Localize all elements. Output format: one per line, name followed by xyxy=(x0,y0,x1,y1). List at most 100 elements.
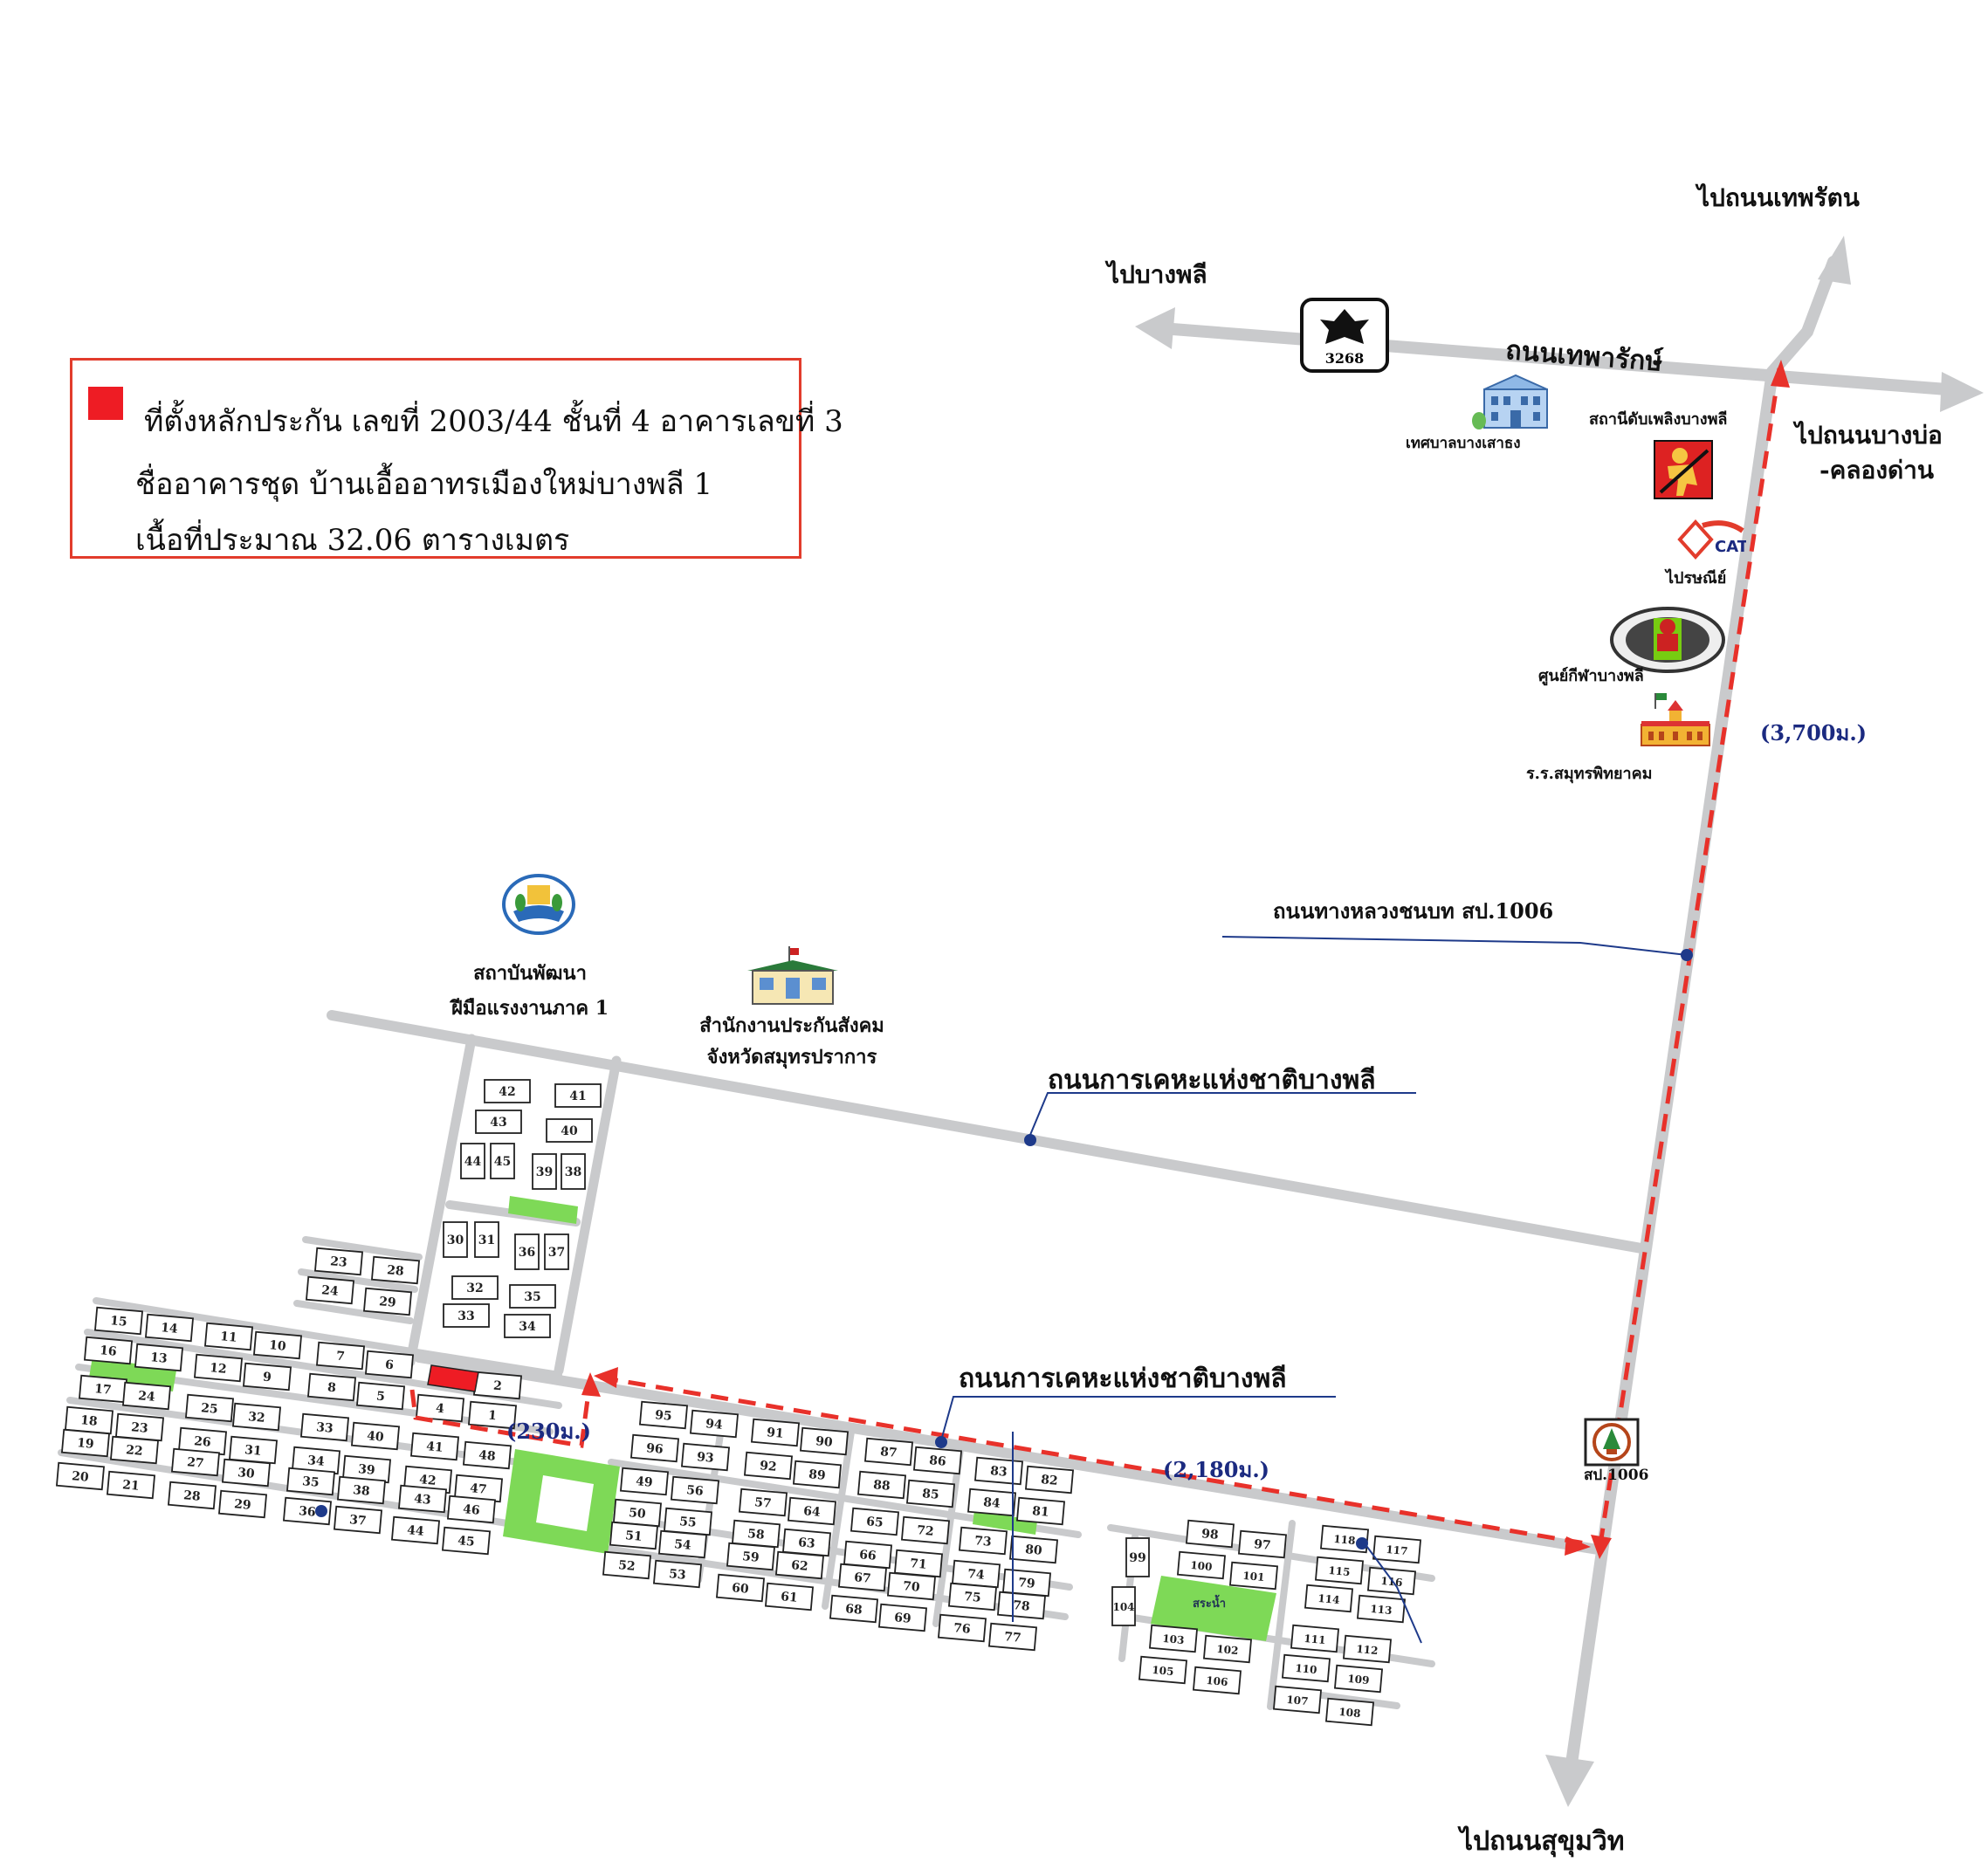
building-45: 45 xyxy=(441,1526,492,1556)
building-106: 106 xyxy=(1192,1666,1242,1695)
building-19: 19 xyxy=(60,1428,111,1458)
housing-road-upper xyxy=(327,1010,1647,1254)
building-110: 110 xyxy=(1281,1653,1331,1683)
fire-station-icon xyxy=(1654,440,1713,503)
svg-text:78: 78 xyxy=(1013,1598,1031,1614)
svg-text:67: 67 xyxy=(854,1570,872,1586)
building-79: 79 xyxy=(1001,1568,1052,1598)
route-arrow-east-icon xyxy=(1565,1536,1591,1556)
label-sports-center: ศูนย์กีฬาบางพลี xyxy=(1538,667,1644,685)
svg-text:34: 34 xyxy=(307,1453,326,1469)
label-school: ร.ร.สมุทรพิทยาคม xyxy=(1526,765,1653,783)
svg-text:101: 101 xyxy=(1242,1570,1265,1584)
route-3268-shield-icon: 3268 xyxy=(1299,297,1390,377)
park-west xyxy=(89,1357,176,1391)
building-39: 39 xyxy=(532,1153,557,1190)
building-2: 2 xyxy=(472,1371,523,1400)
svg-text:105: 105 xyxy=(1152,1664,1174,1678)
label-to-sukhumvit: ไปถนนสุขุมวิท xyxy=(1460,1826,1625,1857)
svg-text:29: 29 xyxy=(234,1497,252,1513)
svg-text:48: 48 xyxy=(478,1448,497,1464)
svg-text:77: 77 xyxy=(1004,1630,1022,1646)
sports-center-logo-icon xyxy=(1608,606,1727,677)
svg-text:51: 51 xyxy=(625,1529,643,1544)
svg-text:82: 82 xyxy=(1041,1473,1059,1488)
svg-text:56: 56 xyxy=(686,1483,705,1499)
label-rural-road: ถนนทางหลวงชนบท สป.1006 xyxy=(1273,898,1554,924)
building-35: 35 xyxy=(509,1284,556,1309)
label-institute-line2: ฝีมือแรงงานภาค 1 xyxy=(451,997,609,1020)
building-27: 27 xyxy=(170,1447,221,1477)
svg-text:49: 49 xyxy=(636,1474,654,1490)
label-sso-line2: จังหวัดสมุทรปราการ xyxy=(706,1046,877,1068)
building-11: 11 xyxy=(203,1322,254,1351)
building-103: 103 xyxy=(1148,1624,1199,1653)
building-31: 31 xyxy=(474,1221,499,1258)
building-91: 91 xyxy=(750,1418,801,1447)
building-39: 39 xyxy=(341,1454,392,1484)
building-36: 36 xyxy=(514,1233,540,1270)
building-23: 23 xyxy=(114,1412,165,1442)
svg-text:115: 115 xyxy=(1328,1564,1351,1578)
building-33: 33 xyxy=(443,1303,490,1328)
municipality-building-icon xyxy=(1472,372,1559,436)
svg-text:97: 97 xyxy=(1254,1537,1272,1553)
svg-text:41: 41 xyxy=(569,1089,586,1103)
route-number: 3268 xyxy=(1325,350,1365,367)
svg-text:43: 43 xyxy=(414,1492,432,1508)
building-96: 96 xyxy=(629,1433,680,1463)
svg-text:17: 17 xyxy=(94,1382,113,1398)
svg-text:23: 23 xyxy=(131,1420,149,1436)
building-38: 38 xyxy=(561,1153,586,1190)
building-95: 95 xyxy=(638,1400,689,1430)
label-housing-road-lower: ถนนการเคหะแห่งชาติบางพลี xyxy=(959,1364,1287,1394)
building-114: 114 xyxy=(1304,1584,1354,1613)
svg-text:20: 20 xyxy=(72,1469,90,1485)
svg-text:28: 28 xyxy=(387,1263,405,1279)
svg-text:83: 83 xyxy=(990,1464,1008,1480)
svg-text:59: 59 xyxy=(742,1549,760,1565)
building-49: 49 xyxy=(619,1467,670,1496)
building-78: 78 xyxy=(996,1591,1047,1620)
svg-text:92: 92 xyxy=(760,1459,778,1474)
svg-text:85: 85 xyxy=(922,1487,940,1502)
svg-text:112: 112 xyxy=(1356,1643,1379,1657)
building-112: 112 xyxy=(1342,1634,1393,1664)
label-to-bangphli: ไปบางพลี xyxy=(1107,260,1207,289)
legend-line-3: เนื้อที่ประมาณ 32.06 ตารางเมตร xyxy=(135,523,570,558)
arrow-to-bangphli-icon xyxy=(1135,307,1175,349)
building-24: 24 xyxy=(305,1275,355,1305)
svg-text:43: 43 xyxy=(490,1116,506,1130)
building-43: 43 xyxy=(397,1484,448,1514)
svg-text:55: 55 xyxy=(679,1515,698,1530)
building-54: 54 xyxy=(657,1529,708,1559)
svg-text:1: 1 xyxy=(487,1409,497,1424)
north-block-west-street xyxy=(405,1034,477,1367)
svg-text:108: 108 xyxy=(1338,1706,1361,1720)
legend-swatch xyxy=(88,387,123,420)
label-sp1006-marker: สป.1006 xyxy=(1584,1467,1649,1484)
building-94: 94 xyxy=(689,1409,739,1439)
building-38: 38 xyxy=(336,1475,387,1505)
svg-text:88: 88 xyxy=(873,1478,891,1494)
building-26: 26 xyxy=(177,1426,228,1456)
svg-text:41: 41 xyxy=(426,1440,444,1455)
svg-text:11: 11 xyxy=(220,1330,238,1345)
building-24: 24 xyxy=(121,1381,172,1411)
building-102: 102 xyxy=(1202,1634,1253,1664)
sp1006-marker-icon xyxy=(1584,1418,1640,1470)
svg-text:109: 109 xyxy=(1347,1673,1370,1687)
institute-emblem-icon xyxy=(501,873,576,939)
building-93: 93 xyxy=(680,1442,731,1472)
building-113: 113 xyxy=(1356,1594,1407,1624)
park-north xyxy=(508,1196,578,1224)
building-30: 30 xyxy=(221,1458,272,1488)
building-64: 64 xyxy=(787,1496,837,1526)
building-23: 23 xyxy=(313,1247,364,1276)
building-67: 67 xyxy=(837,1563,888,1592)
leader-lines xyxy=(940,936,1688,1644)
building-16: 16 xyxy=(83,1336,134,1365)
svg-text:69: 69 xyxy=(894,1611,912,1626)
building-66: 66 xyxy=(843,1540,893,1570)
